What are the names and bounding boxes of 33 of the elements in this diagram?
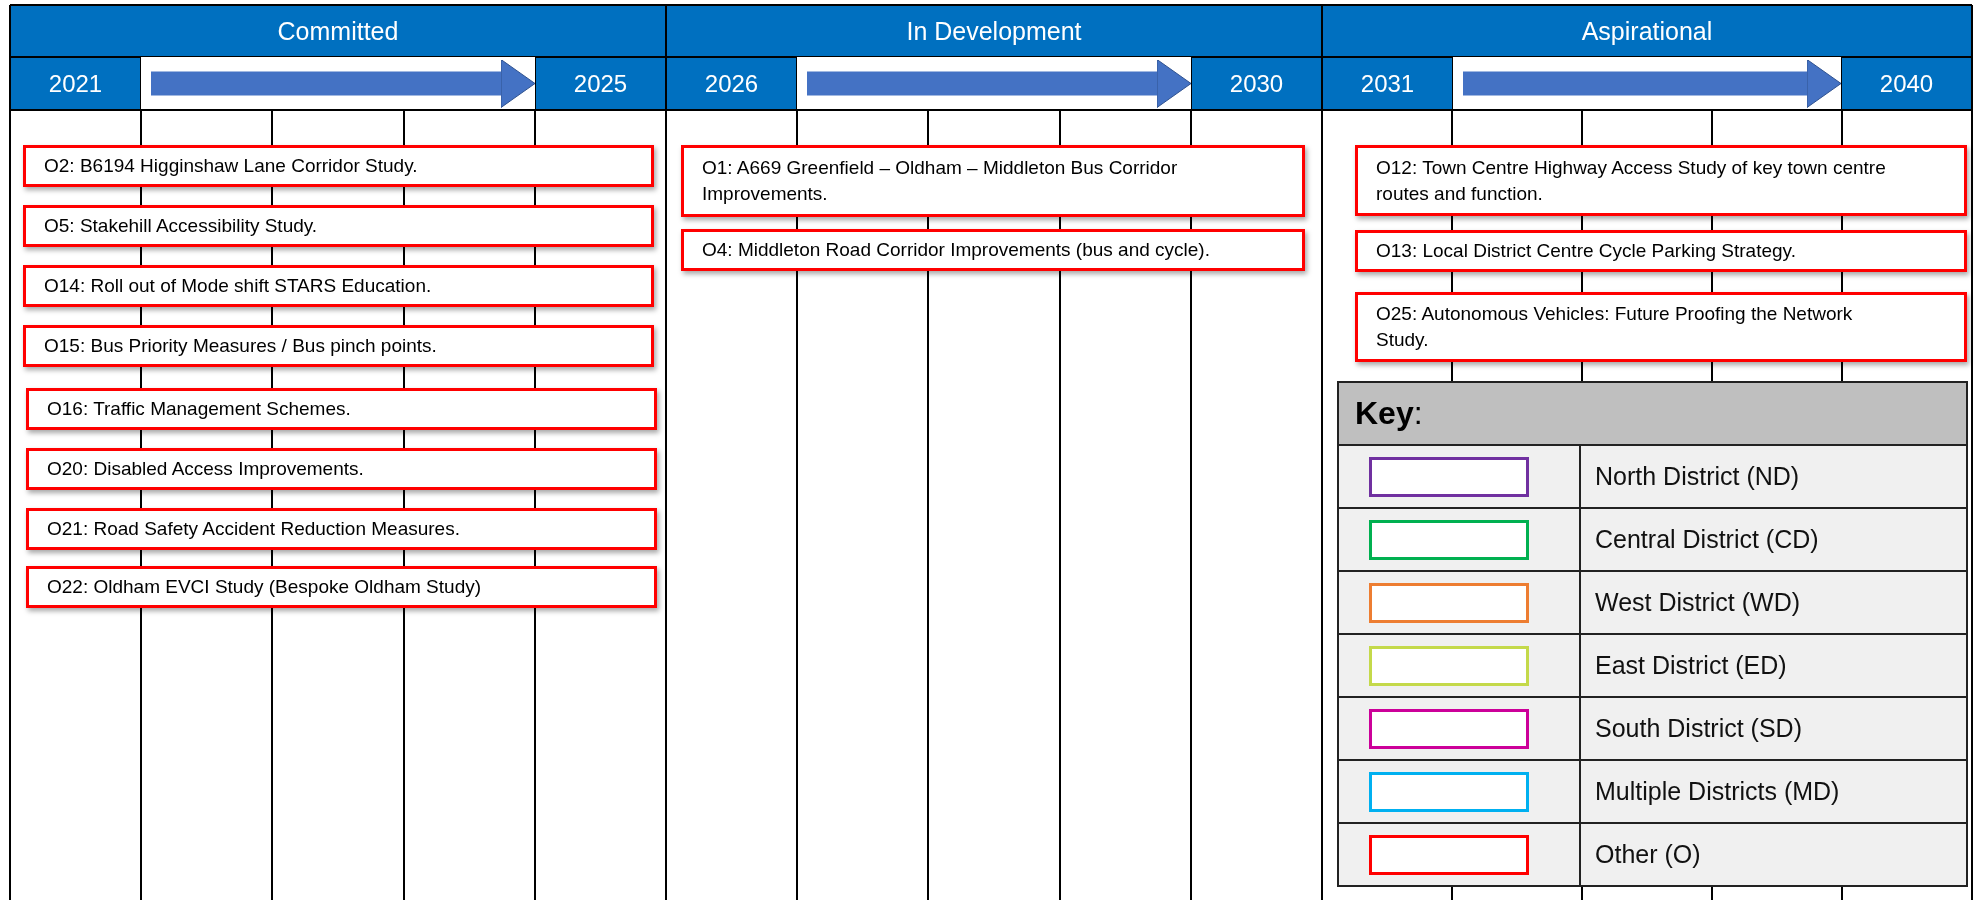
project-box: O15: Bus Priority Measures / Bus pinch points. <box>23 325 654 367</box>
phase-header: In Development <box>666 5 1322 57</box>
legend-label: Central District (CD) <box>1594 525 1819 554</box>
project-box: O13: Local District Centre Cycle Parking Strategy. <box>1355 230 1967 272</box>
year-label: 2026 <box>666 57 797 110</box>
year-label: 2030 <box>1191 57 1322 110</box>
legend-label: South District (SD) <box>1594 714 1802 743</box>
project-box: O4: Middleton Road Corridor Improvements (bus and cycle). <box>681 229 1305 271</box>
project-box: O5: Stakehill Accessibility Study. <box>23 205 654 247</box>
phase-header: Committed <box>10 5 666 57</box>
project-box: O12: Town Centre Highway Access Study of key town centre routes and function. <box>1355 145 1967 216</box>
project-box: O22: Oldham EVCI Study (Bespoke Oldham Study) <box>26 566 657 608</box>
arrow <box>807 59 1192 108</box>
project-box: O16: Traffic Management Schemes. <box>26 388 657 430</box>
year-label: 2021 <box>10 57 141 110</box>
phase-header: Aspirational <box>1322 5 1972 57</box>
project-box: O2: B6194 Higginshaw Lane Corridor Study. <box>23 145 654 187</box>
project-box: O25: Autonomous Vehicles: Future Proofing the Network Study. <box>1355 292 1967 362</box>
arrow <box>151 59 536 108</box>
legend-label: Multiple Districts (MD) <box>1594 777 1840 806</box>
project-box: O21: Road Safety Accident Reduction Measures. <box>26 508 657 550</box>
arrow <box>1463 59 1842 108</box>
legend-label: West District (WD) <box>1594 588 1801 617</box>
project-box: O20: Disabled Access Improvements. <box>26 448 657 490</box>
year-label: 2031 <box>1322 57 1453 110</box>
legend-label: Other (O) <box>1594 840 1701 869</box>
year-label: 2040 <box>1841 57 1972 110</box>
year-label: 2025 <box>535 57 666 110</box>
project-box: O1: A669 Greenfield – Oldham – Middleton Bus Corridor Improvements. <box>681 145 1305 217</box>
legend-label: East District (ED) <box>1594 651 1787 680</box>
key-title: Key: <box>1355 395 1423 432</box>
project-box: O14: Roll out of Mode shift STARS Education. <box>23 265 654 307</box>
legend-label: North District (ND) <box>1594 462 1800 491</box>
